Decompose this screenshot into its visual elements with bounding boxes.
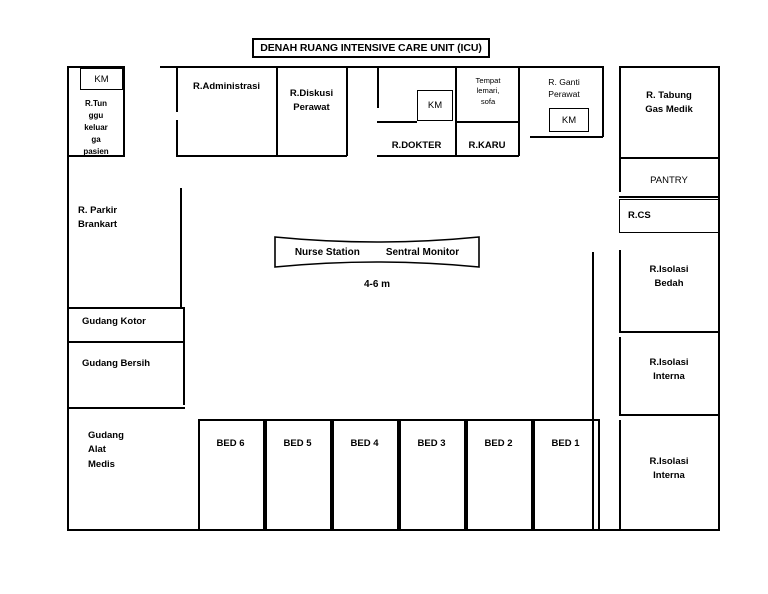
room-label-karu: R.KARU: [468, 140, 506, 151]
wall-bed-left: [399, 419, 401, 529]
wall-pantry-bottom: [619, 196, 719, 198]
wall-tunggu-top: [67, 66, 125, 68]
wall-diskusi-bottom: [276, 155, 347, 157]
nurse-station-labels: Nurse Station Sentral Monitor: [272, 234, 482, 270]
wall-bed-top: [533, 419, 598, 421]
bed-label: BED 1: [551, 438, 580, 449]
wall-exterior-bottom: [67, 529, 720, 531]
room-label-cs: R.CS: [628, 210, 651, 221]
wall-tabung-top: [619, 66, 719, 68]
wall-tunggu-bottom: [67, 155, 125, 157]
room-label-isolasi-interna-1: R.Isolasi Interna: [649, 357, 689, 383]
room-km-ganti-perawat: [549, 108, 589, 132]
wall-isolasi-bedah-bottom: [619, 331, 719, 333]
wall-corridor-right: [592, 252, 594, 530]
nurse-station-label: Nurse Station: [294, 246, 360, 258]
wall-bed-top: [466, 419, 531, 421]
wall-tabung-left: [619, 66, 621, 158]
wall-ganti-right: [602, 66, 604, 137]
plan-title-box: DENAH RUANG INTENSIVE CARE UNIT (ICU): [252, 38, 490, 58]
wall-tunggu-right: [123, 66, 125, 156]
bed-label: BED 2: [484, 438, 513, 449]
wall-dokter-mid: [377, 121, 417, 123]
wall-parkir-right: [180, 188, 182, 308]
wall-bed-right: [464, 419, 466, 529]
wall-karu-mid: [455, 121, 519, 123]
bed-label: BED 5: [283, 438, 312, 449]
wall-ganti-bottom: [530, 136, 603, 138]
wall-bed-top: [399, 419, 464, 421]
wall-administrasi-left: [176, 68, 178, 112]
bed-label: BED 6: [216, 438, 245, 449]
room-cs-box: [619, 199, 719, 233]
wall-pantry-left: [619, 159, 621, 192]
wall-exterior-left: [67, 66, 69, 530]
nurse-station-desk: Nurse Station Sentral Monitor: [272, 234, 482, 270]
wall-tabung-bottom: [619, 157, 719, 159]
room-label-isolasi-interna-2: R.Isolasi Interna: [649, 456, 689, 482]
wall-isolasi-bedah-left: [619, 250, 621, 332]
wall-bed-top: [198, 419, 263, 421]
wall-bed-right: [531, 419, 533, 529]
wall-bed-left: [198, 419, 200, 529]
room-km-dokter: [417, 90, 453, 121]
room-label-gudang-bersih: Gudang Bersih: [82, 358, 151, 369]
room-label-parkir-brankart: R. Parkir Brankart: [78, 205, 118, 231]
room-km-tunggu: [80, 68, 123, 90]
room-label-tunggu-keluarga: R.Tun ggu keluar ga pasien: [83, 99, 109, 156]
wall-parkir-bottom: [67, 307, 185, 309]
plan-title: DENAH RUANG INTENSIVE CARE UNIT (ICU): [260, 42, 482, 54]
wall-dokter-left-upper: [377, 68, 379, 108]
room-label-isolasi-bedah: R.Isolasi Bedah: [649, 264, 689, 290]
corridor-dimension-label: 4-6 m: [363, 279, 391, 290]
room-label-ganti-perawat: R. Ganti Perawat: [548, 77, 580, 100]
wall-administrasi-right: [276, 68, 278, 156]
wall-bed-right: [397, 419, 399, 529]
room-label-km-dokter: KM: [427, 100, 443, 111]
wall-gudang-bersih-bottom: [67, 407, 185, 409]
wall-bed-left: [265, 419, 267, 529]
room-label-tempat-lemari-sofa: Tempat lemari, sofa: [475, 76, 501, 106]
wall-gudang-kotor-bottom: [67, 341, 185, 343]
room-label-diskusi-perawat: R.Diskusi Perawat: [289, 88, 334, 114]
wall-bed-right: [263, 419, 265, 529]
wall-bed-left: [466, 419, 468, 529]
wall-gudang-bersih-right: [183, 343, 185, 405]
wall-karu-right: [518, 68, 520, 156]
wall-isolasi-interna2-left: [619, 420, 621, 530]
room-label-km-ganti-perawat: KM: [561, 115, 577, 126]
wall-bed-left: [332, 419, 334, 529]
room-label-gudang-alat-medis: Gudang Alat Medis: [88, 430, 124, 470]
wall-bed-left: [533, 419, 535, 529]
wall-karu-bottom: [455, 155, 519, 157]
wall-dokter-right: [455, 68, 457, 156]
wall-isolasi-interna1-left: [619, 337, 621, 415]
wall-bed-right: [330, 419, 332, 529]
room-label-pantry: PANTRY: [650, 175, 688, 186]
room-label-dokter: R.DOKTER: [391, 140, 442, 151]
room-label-administrasi: R.Administrasi: [192, 81, 261, 92]
wall-top-center: [160, 66, 604, 68]
wall-bed-right: [598, 419, 600, 529]
room-label-tabung-gas-medik: R. Tabung Gas Medik: [645, 90, 693, 116]
room-label-km-tunggu: KM: [94, 74, 109, 85]
bed-label: BED 4: [350, 438, 379, 449]
bed-label: BED 3: [417, 438, 446, 449]
wall-gudang-kotor-right: [183, 309, 185, 342]
wall-exterior-right: [718, 66, 720, 530]
wall-bed-top: [265, 419, 330, 421]
wall-diskusi-right: [346, 68, 348, 156]
wall-administrasi-left-lower: [176, 120, 178, 156]
wall-dokter-bottom: [377, 155, 456, 157]
wall-isolasi-interna1-bottom: [619, 414, 719, 416]
sentral-monitor-label: Sentral Monitor: [385, 246, 460, 258]
room-label-gudang-kotor: Gudang Kotor: [82, 316, 146, 327]
wall-administrasi-bottom: [176, 155, 277, 157]
wall-bed-top: [332, 419, 397, 421]
